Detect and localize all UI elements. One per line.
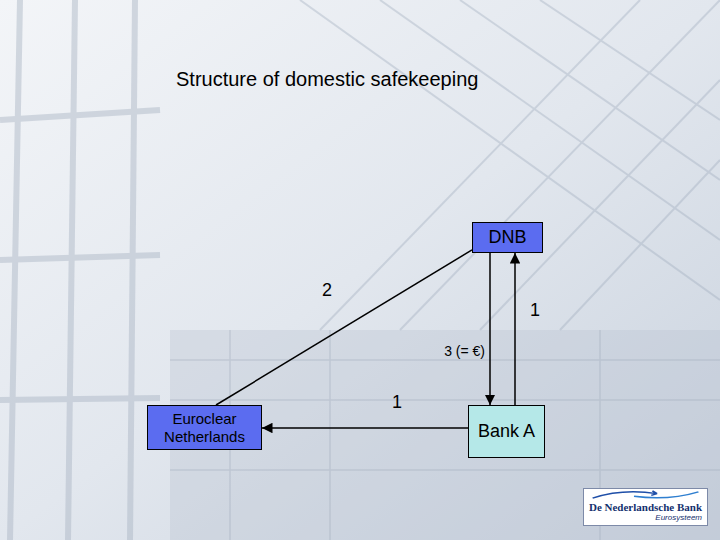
- institution-box: Euroclear Netherlands: [147, 405, 262, 450]
- institution-box: DNB: [472, 222, 543, 253]
- callout-number: 1: [530, 300, 540, 321]
- flow-connector: [514, 253, 516, 405]
- logo-name: De Nederlandsche Bank: [589, 501, 702, 513]
- node-label: Bank A: [478, 421, 535, 442]
- logo-box: De Nederlandsche BankEurosysteem: [583, 488, 708, 526]
- flow-connector: [262, 427, 468, 429]
- logo-swoosh: [588, 490, 703, 499]
- institution-box: Bank A: [468, 405, 545, 458]
- logo-subtitle: Eurosysteem: [589, 513, 702, 522]
- slide-title: Structure of domestic safekeeping: [176, 68, 478, 91]
- node-label: Euroclear Netherlands: [154, 410, 255, 445]
- callout-number: 2: [322, 280, 332, 301]
- callout-number: 1: [392, 392, 402, 413]
- flow-connector: [216, 250, 472, 405]
- flow-connector: [489, 253, 491, 405]
- node-label: DNB: [488, 227, 526, 248]
- callout-number: 3 (= €): [444, 343, 485, 359]
